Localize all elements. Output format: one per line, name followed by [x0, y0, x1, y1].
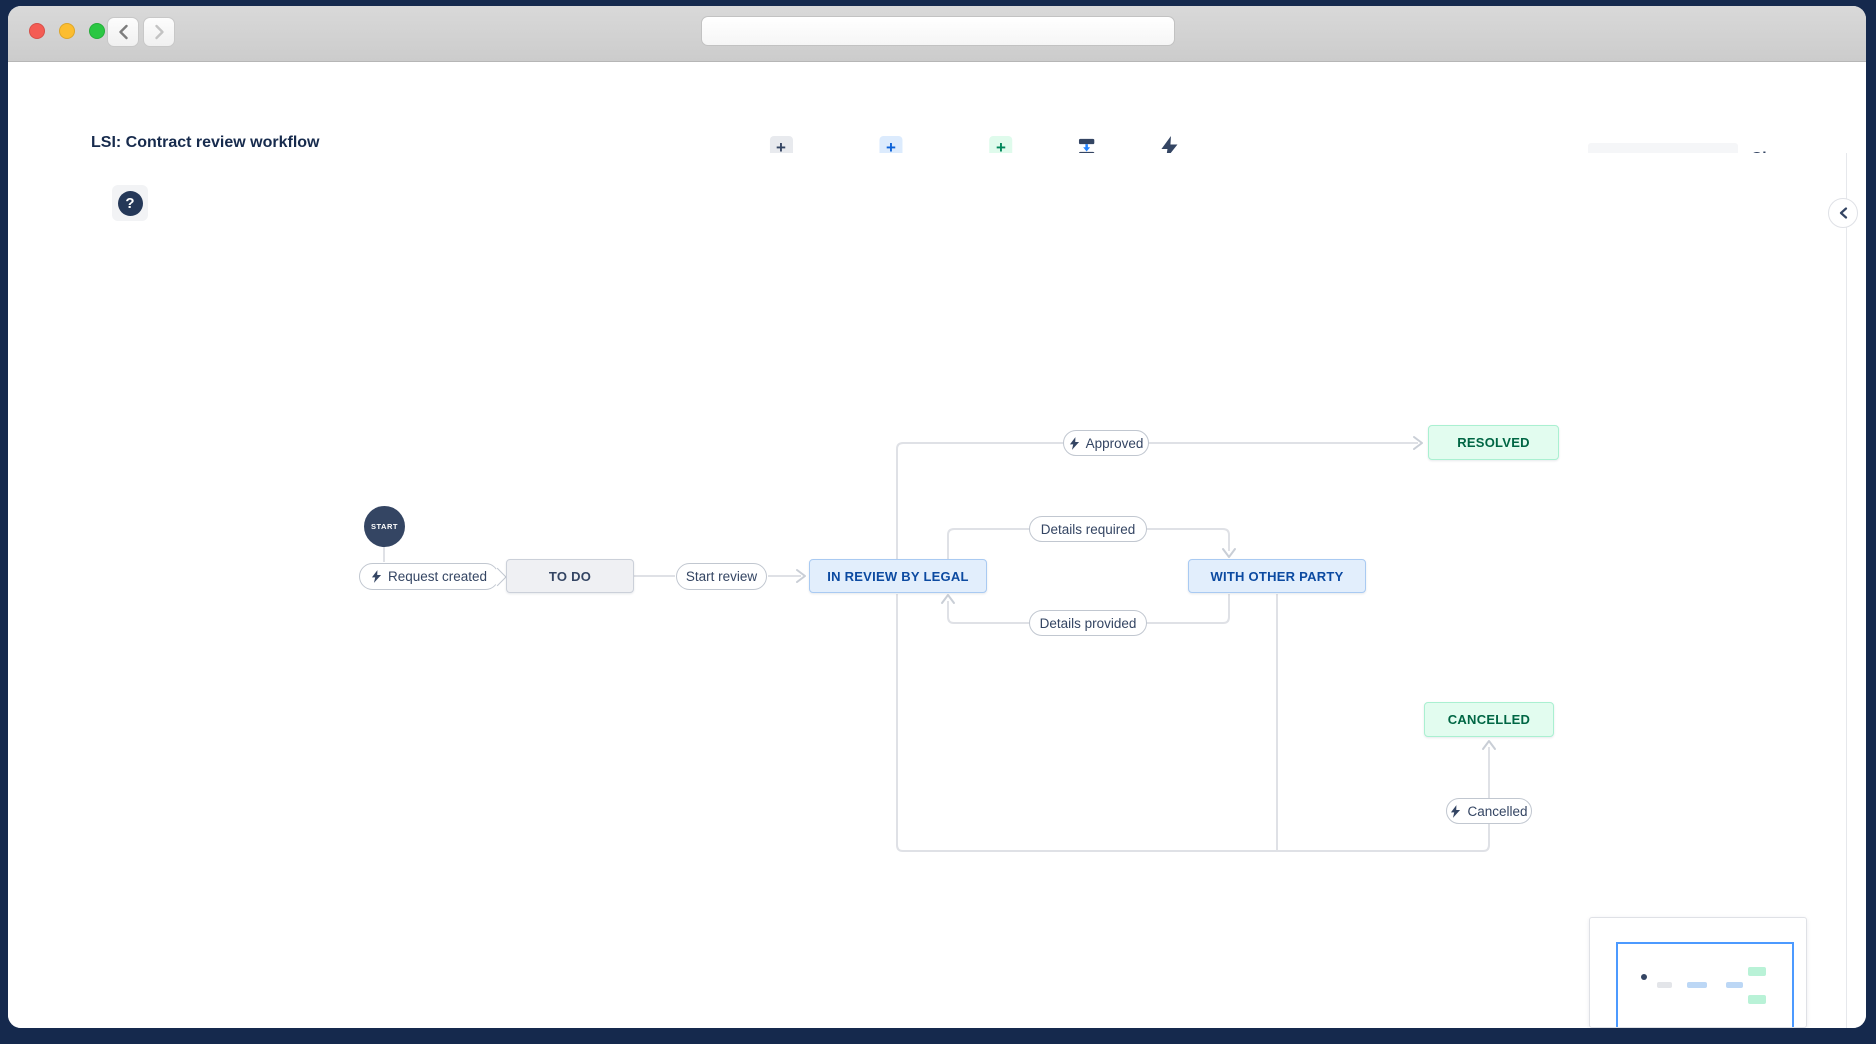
minimap-cancelled-node	[1748, 995, 1766, 1004]
browser-forward-button[interactable]	[143, 17, 175, 47]
minimap-with-other-party-node	[1726, 982, 1743, 988]
transition-details-required[interactable]: Details required	[1029, 516, 1147, 542]
chevron-right-icon	[154, 24, 164, 40]
minimap-todo-node	[1657, 982, 1672, 988]
transition-label: Approved	[1085, 435, 1144, 451]
workflow-canvas[interactable]: ? START Request created Start review App…	[8, 153, 1866, 1028]
transition-label: Details required	[1040, 521, 1136, 537]
lightning-icon	[1450, 804, 1461, 818]
transition-request-created[interactable]: Request created	[359, 563, 499, 590]
close-window-button[interactable]	[29, 23, 45, 39]
fullscreen-window-button[interactable]	[89, 23, 105, 39]
workflow-editor-header: LSI: Contract review workflow Used in 1 …	[8, 62, 1866, 209]
macos-titlebar	[8, 6, 1866, 62]
transition-label: Start review	[685, 569, 758, 584]
lightning-icon	[1069, 436, 1080, 450]
window-controls	[29, 23, 105, 39]
minimap-start-dot	[1641, 974, 1647, 980]
chevron-left-icon	[1839, 207, 1847, 219]
status-todo[interactable]: TO DO	[506, 559, 634, 593]
minimize-window-button[interactable]	[59, 23, 75, 39]
chevron-left-icon	[118, 24, 128, 40]
workflow-title: LSI: Contract review workflow	[91, 134, 320, 151]
status-resolved[interactable]: RESOLVED	[1428, 425, 1559, 460]
transition-cancelled[interactable]: Cancelled	[1446, 798, 1532, 824]
transition-start-review[interactable]: Start review	[676, 563, 767, 590]
browser-back-button[interactable]	[107, 17, 139, 47]
lightning-icon	[1161, 136, 1177, 159]
lightning-icon	[371, 570, 382, 583]
status-with-other-party[interactable]: WITH OTHER PARTY	[1188, 559, 1366, 593]
help-button[interactable]: ?	[112, 185, 148, 221]
status-in-review-by-legal[interactable]: IN REVIEW BY LEGAL	[809, 559, 987, 593]
status-cancelled[interactable]: CANCELLED	[1424, 702, 1554, 737]
minimap-resolved-node	[1748, 967, 1766, 976]
collapse-panel-button[interactable]	[1828, 198, 1858, 228]
minimap	[1589, 917, 1807, 1028]
app-window: LSI: Contract review workflow Used in 1 …	[8, 6, 1866, 1028]
address-bar[interactable]	[701, 16, 1175, 46]
transition-label: Request created	[387, 569, 488, 584]
transition-approved[interactable]: Approved	[1063, 430, 1149, 456]
question-mark-icon: ?	[117, 190, 143, 216]
transition-details-provided[interactable]: Details provided	[1029, 610, 1147, 636]
transition-label: Details provided	[1039, 615, 1137, 631]
minimap-in-review-node	[1687, 982, 1707, 988]
transition-label: Cancelled	[1467, 803, 1528, 819]
start-node[interactable]: START	[364, 506, 405, 547]
right-panel-divider	[1846, 153, 1847, 1028]
